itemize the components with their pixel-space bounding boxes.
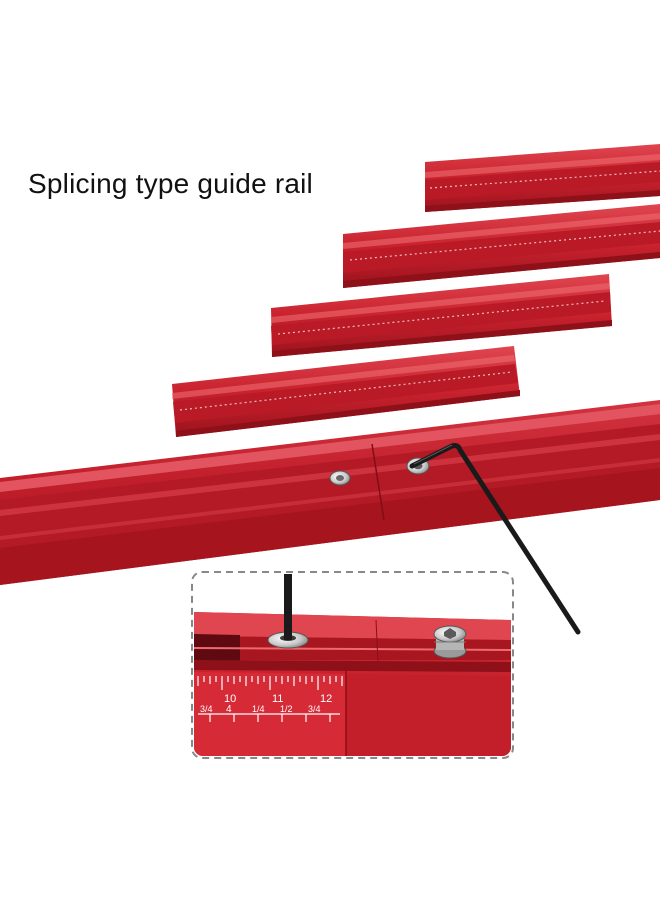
ruler-fraction-2: 4 xyxy=(226,704,232,715)
ruler-ticks xyxy=(197,676,343,722)
hex-key xyxy=(409,443,581,635)
ruler-fraction-1: 3/4 xyxy=(200,704,213,714)
detail-hex-key xyxy=(284,574,292,640)
ruler-number-12: 12 xyxy=(320,693,332,705)
short-rail-3 xyxy=(271,274,612,357)
ruler-number-11: 11 xyxy=(272,693,283,705)
headline: Splicing type guide rail xyxy=(28,168,313,199)
short-rail-1 xyxy=(425,144,660,212)
short-rail-4 xyxy=(172,346,520,437)
ruler-fraction-5: 3/4 xyxy=(308,704,321,714)
long-spliced-rail xyxy=(0,400,660,585)
ruler-fraction-3: 1/4 xyxy=(252,704,265,714)
detail-inset: 10 11 12 3/4 4 1/4 1/2 3/4 xyxy=(191,571,514,759)
splice-seam xyxy=(371,443,385,521)
short-rail-2 xyxy=(343,204,660,288)
ruler-fraction-4: 1/2 xyxy=(280,704,293,714)
ruler-number-10: 10 xyxy=(224,693,236,705)
